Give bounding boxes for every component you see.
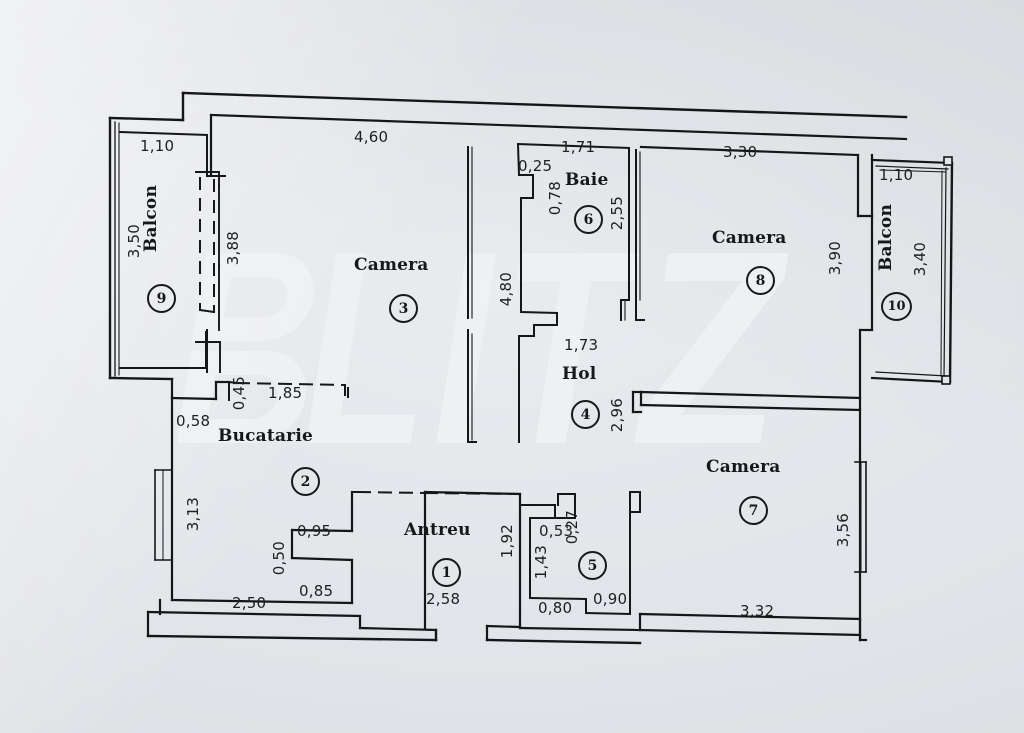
room-number-9: 9 bbox=[147, 284, 176, 313]
dim-kitchen-095: 0,95 bbox=[297, 522, 332, 540]
room-label-balcon-10: Balcon bbox=[876, 204, 896, 272]
room-number-10: 10 bbox=[881, 292, 912, 321]
room-label-camera-7: Camera bbox=[706, 457, 781, 477]
room-label-antreu-1: Antreu bbox=[404, 520, 471, 540]
room-label-camera-3: Camera bbox=[354, 255, 429, 275]
room-number-6: 6 bbox=[574, 205, 603, 234]
room-number-3: 3 bbox=[389, 294, 418, 323]
room-number-5: 5 bbox=[578, 551, 607, 580]
dim-baie-025: 0,25 bbox=[518, 157, 553, 175]
dim-r5-053: 0,53 bbox=[539, 522, 574, 540]
room-number-2: 2 bbox=[291, 467, 320, 496]
dim-kitchen-313: 3,13 bbox=[184, 497, 202, 532]
dim-kitchen-058: 0,58 bbox=[176, 412, 211, 430]
room-label-bucatarie-2: Bucatarie bbox=[218, 426, 313, 446]
dim-camera3-top: 4,60 bbox=[354, 128, 389, 146]
dim-kitchen-045: 0,45 bbox=[230, 376, 248, 411]
dim-camera8-top: 3,30 bbox=[723, 143, 758, 161]
dim-balcon9-height: 3,50 bbox=[125, 224, 143, 259]
room-number-7: 7 bbox=[739, 496, 768, 525]
dim-balcon10-height: 3,40 bbox=[911, 242, 929, 277]
dim-camera3-right: 4,80 bbox=[497, 272, 515, 307]
dim-kitchen-085: 0,85 bbox=[299, 582, 334, 600]
room-label-baie-6: Baie bbox=[565, 170, 609, 190]
dim-r5-090: 0,90 bbox=[593, 590, 628, 608]
dim-baie-078: 0,78 bbox=[546, 181, 564, 216]
room-number-8: 8 bbox=[746, 266, 775, 295]
dim-balcon9-width: 1,10 bbox=[140, 137, 175, 155]
room-label-camera-8: Camera bbox=[712, 228, 787, 248]
dim-kitchen-185: 1,85 bbox=[268, 384, 303, 402]
dim-camera3-door: 3,88 bbox=[224, 231, 242, 266]
room-number-4: 4 bbox=[571, 400, 600, 429]
dim-balcon10-width: 1,10 bbox=[879, 166, 914, 184]
dim-camera8-right: 3,90 bbox=[826, 241, 844, 276]
dim-antreu-192: 1,92 bbox=[498, 524, 516, 559]
dim-baie-top: 1,71 bbox=[561, 138, 596, 156]
dim-antreu-258: 2,58 bbox=[426, 590, 461, 608]
dim-hol-296: 2,96 bbox=[608, 398, 626, 433]
room-label-balcon-9: Balcon bbox=[141, 185, 161, 253]
room-number-1: 1 bbox=[432, 558, 461, 587]
dim-camera7-332: 3,32 bbox=[740, 602, 775, 620]
dim-camera7-356: 3,56 bbox=[834, 513, 852, 548]
dim-baie-255: 2,55 bbox=[608, 196, 626, 231]
dim-kitchen-250: 2,50 bbox=[232, 594, 267, 612]
dim-kitchen-050: 0,50 bbox=[270, 541, 288, 576]
dim-r5-143: 1,43 bbox=[532, 545, 550, 580]
dim-hol-173: 1,73 bbox=[564, 336, 599, 354]
dim-r5-027: 0,27 bbox=[563, 510, 581, 545]
dim-r5-080: 0,80 bbox=[538, 599, 573, 617]
room-label-hol-4: Hol bbox=[562, 364, 597, 384]
